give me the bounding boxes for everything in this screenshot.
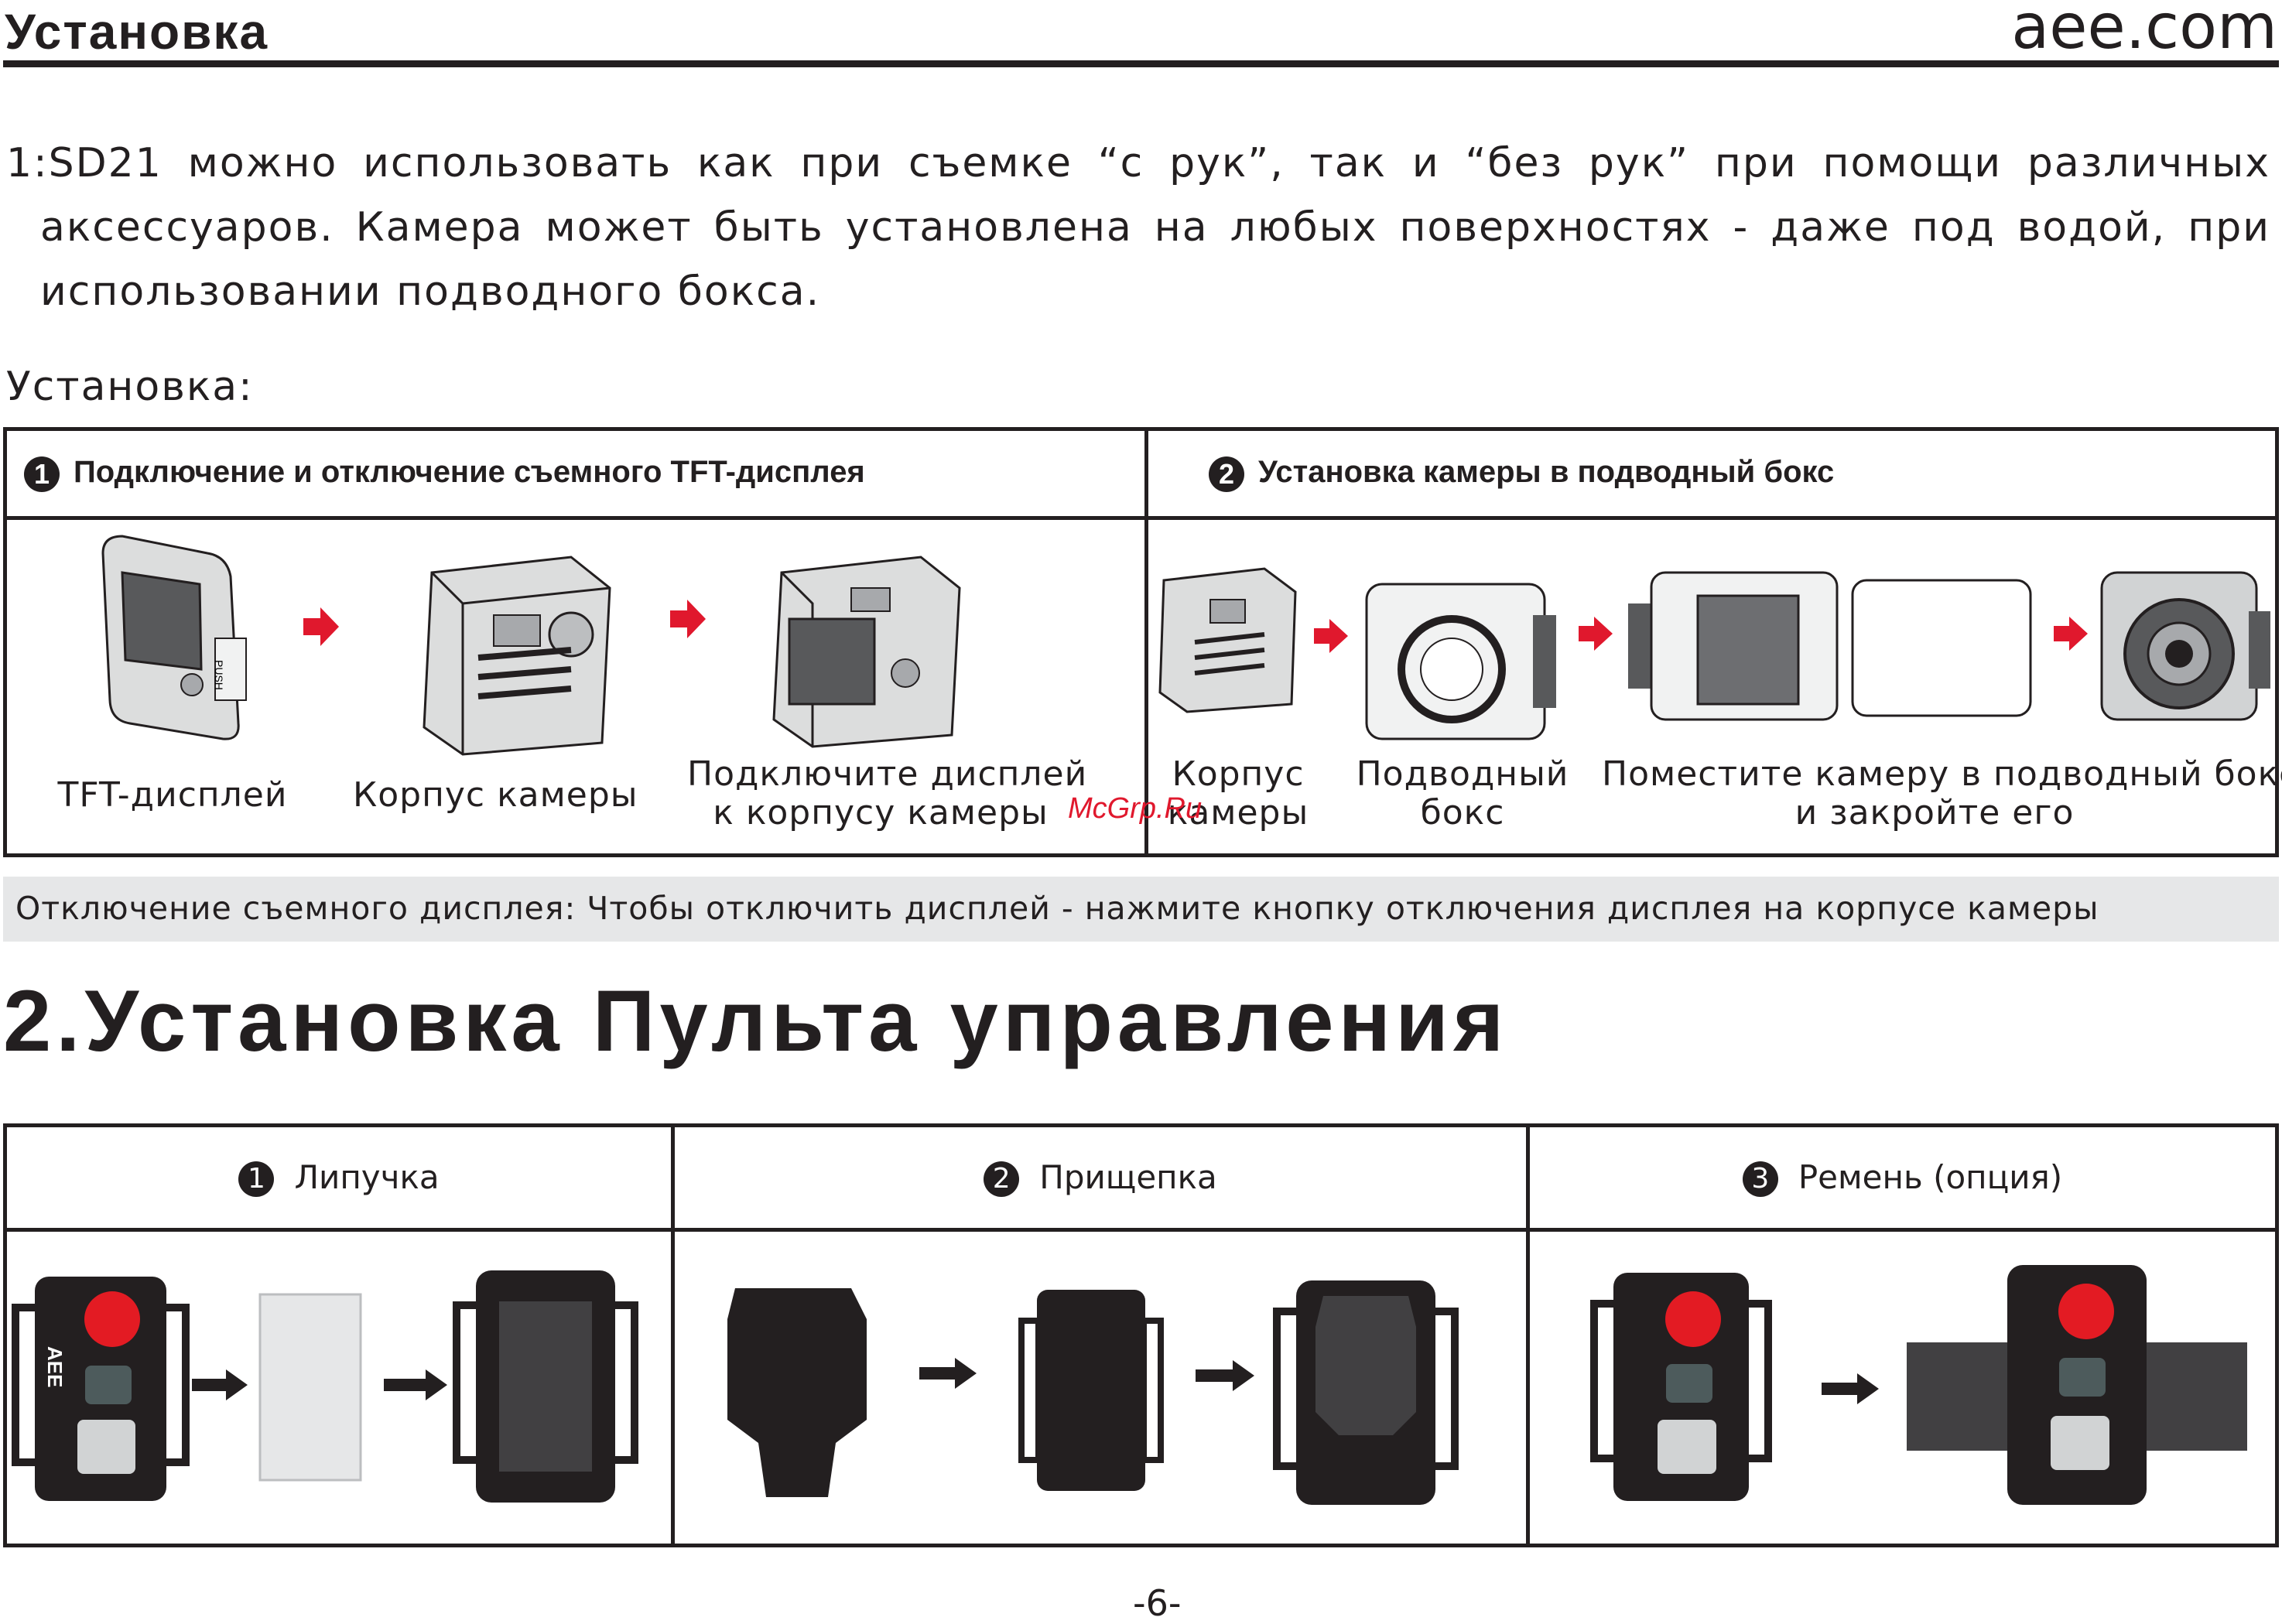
caption-body-2a: Корпус	[1172, 754, 1305, 794]
step2-header: 2 Установка камеры в подводный бокс	[1144, 426, 2279, 521]
push-label: PUSH	[213, 660, 225, 690]
caption-connect-1: Подключите дисплей	[687, 754, 1088, 794]
page-header-title: Установка	[5, 4, 269, 60]
caption-connect-2: к корпусу камеры	[713, 793, 1049, 833]
arrow-icon	[192, 1369, 248, 1400]
clip-image	[727, 1288, 867, 1497]
remote-with-clip-back-image	[1018, 1290, 1164, 1491]
arrow-icon	[384, 1369, 447, 1400]
remote-with-velcro-image	[453, 1270, 638, 1503]
section-2-title: 2.Установка Пульта управления	[3, 973, 1509, 1069]
remote-with-clip-image	[1273, 1280, 1459, 1505]
arrow-icon	[670, 600, 706, 638]
camera-body-small-image	[1158, 567, 1297, 713]
intro-paragraph: 1:SD21 можно использовать как при съемке…	[6, 132, 2270, 324]
tft-display-image: PUSH	[101, 535, 247, 740]
watermark: McGrp.Ru	[1068, 792, 1203, 825]
caption-place-1: Поместите камеру в подводный бокс	[1602, 754, 2282, 794]
step1-header: 1 Подключение и отключение съемного TFT-д…	[3, 426, 1148, 521]
arrow-icon	[303, 607, 339, 646]
step1-title: Подключение и отключение съемного TFT-ди…	[74, 455, 865, 490]
camera-with-display-image	[772, 556, 961, 748]
remote-option-1-header: 1 Липучка	[3, 1123, 675, 1233]
step-number-1: 1	[24, 456, 60, 492]
option-label-strap: Ремень (опция)	[1798, 1157, 2063, 1196]
arrow-icon	[1579, 617, 1613, 651]
caption-camera-body: Корпус камеры	[353, 775, 638, 815]
step-number-2: 2	[1209, 456, 1244, 492]
caption-box-b: бокс	[1420, 793, 1505, 833]
caption-place-2: и закройте его	[1794, 793, 2075, 833]
note-bar	[3, 877, 2279, 942]
step2-title: Установка камеры в подводный бокс	[1258, 455, 1835, 490]
caption-body-2b: камеры	[1167, 793, 1309, 833]
intro-line-2: аксессуаров. Камера может быть установле…	[40, 204, 2270, 251]
remote-control-image: AEE	[12, 1277, 190, 1501]
arrow-icon	[1314, 619, 1348, 653]
site-name: aee.com	[2011, 0, 2277, 63]
intro-line-3: использовании подводного бокса.	[40, 268, 821, 315]
remote-option-2-header: 2 Прищепка	[671, 1123, 1530, 1233]
option-number-1: 1	[238, 1161, 275, 1198]
arrow-icon	[919, 1358, 977, 1389]
page-number: -6-	[1133, 1582, 1182, 1624]
option-number-3: 3	[1742, 1161, 1778, 1198]
remote-with-strap-image	[1907, 1265, 2247, 1505]
arrow-icon	[1822, 1373, 1879, 1404]
note-text: Отключение съемного дисплея: Чтобы отклю…	[15, 890, 2099, 927]
header-rule	[3, 60, 2279, 67]
option-number-2: 2	[984, 1161, 1020, 1198]
camera-in-box-image	[2100, 571, 2270, 721]
remote-option-3-header: 3 Ремень (опция)	[1526, 1123, 2279, 1233]
camera-body-image	[423, 556, 611, 756]
option-label-velcro: Липучка	[294, 1157, 440, 1196]
intro-line-1: 1:SD21 можно использовать как при съемке…	[6, 140, 2270, 186]
caption-box-a: Подводный	[1356, 754, 1569, 794]
install-label: Установка:	[6, 364, 254, 410]
remote-control-image	[1590, 1273, 1772, 1501]
arrow-icon	[1196, 1360, 1254, 1391]
velcro-pad-image	[258, 1293, 362, 1482]
caption-tft: TFT-дисплей	[57, 775, 288, 815]
arrow-icon	[2054, 617, 2088, 651]
underwater-box-image	[1365, 583, 1556, 740]
option-label-clip: Прищепка	[1039, 1157, 1217, 1196]
remote-logo: AEE	[43, 1346, 67, 1387]
open-underwater-box-image	[1628, 571, 2032, 721]
